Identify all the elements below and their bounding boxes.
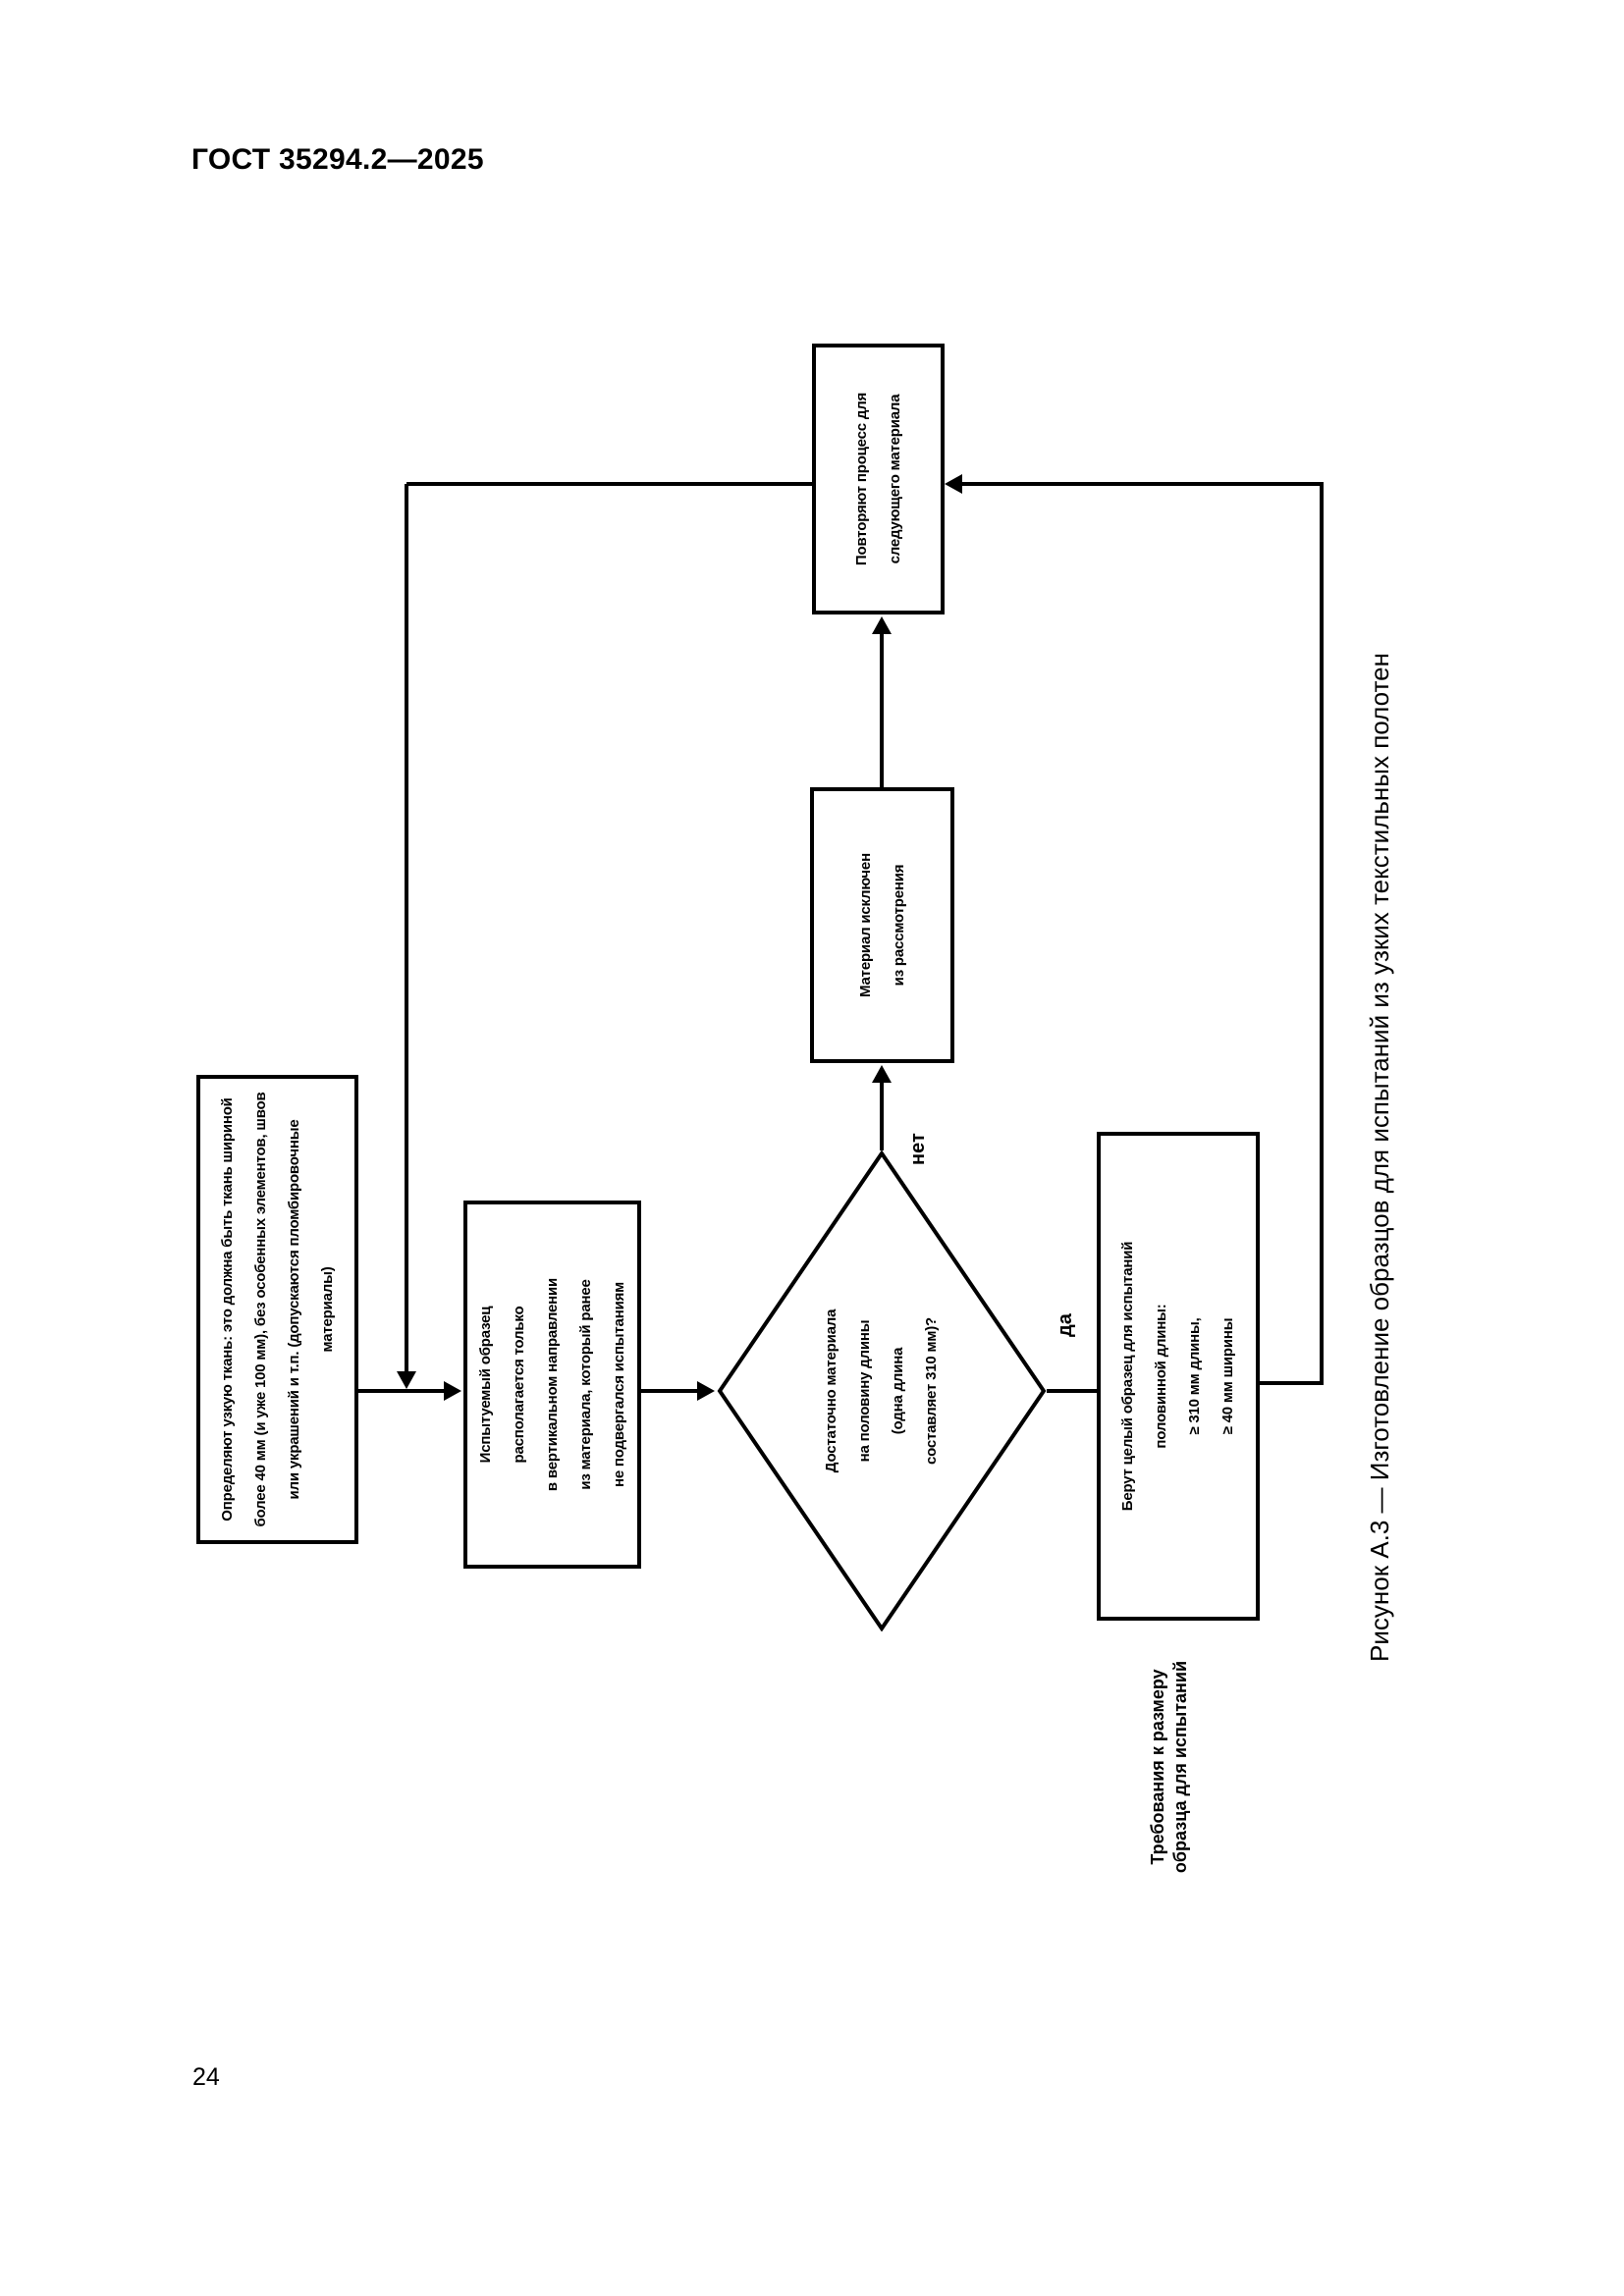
box-text-line: ≥ 40 мм ширины xyxy=(1219,1317,1236,1435)
connector-line xyxy=(641,1389,701,1393)
box-text-line: из материала, который ранее xyxy=(576,1279,594,1490)
flowchart-decision-enough-material: Достаточно материала на половину длины (… xyxy=(717,1150,1047,1631)
flowchart-box-repeat-process: Повторяют процесс для следующего материа… xyxy=(812,344,945,614)
connector-line xyxy=(880,1079,884,1150)
flowchart-box-material-excluded: Материал исключен из рассмотрения xyxy=(810,787,954,1063)
box-text-line: в вертикальном направлении xyxy=(543,1277,561,1492)
box-text-line: или украшений и т.п. (допускаются пломби… xyxy=(285,1119,302,1500)
decision-diamond-shape xyxy=(717,1150,1047,1631)
box-text-line: Берут целый образец для испытаний xyxy=(1119,1241,1136,1512)
box-text-line: составляет 310 мм)? xyxy=(923,1316,940,1466)
flowchart-box-specimen-orientation: Испытуемый образец располагается только … xyxy=(463,1201,641,1569)
branch-label-no: нет xyxy=(907,1133,929,1165)
branch-label-yes: да xyxy=(1055,1313,1076,1337)
note-text-line: образца для испытаний xyxy=(1170,1660,1190,1874)
arrow-right-icon xyxy=(872,616,892,634)
box-text-line: располагается только xyxy=(510,1306,527,1464)
arrow-right-icon xyxy=(872,1065,892,1083)
flowchart-box-take-whole-specimen: Берут целый образец для испытаний полови… xyxy=(1097,1132,1260,1621)
decision-text: Достаточно материала на половину длины (… xyxy=(717,1150,1047,1631)
box-text-line: из рассмотрения xyxy=(890,864,907,987)
box-text-line: Достаточно материала xyxy=(823,1308,839,1473)
page-number: 24 xyxy=(192,2063,220,2091)
box-text-line: половинной длины: xyxy=(1153,1304,1169,1449)
box-text-line: материалы) xyxy=(318,1266,336,1353)
box-text-line: Материал исключен xyxy=(856,853,874,997)
box-text-line: более 40 мм (и уже 100 мм), без особенны… xyxy=(251,1092,269,1527)
connector-line xyxy=(406,482,812,486)
size-requirements-note: Требования к размеру образца для испытан… xyxy=(1147,1610,1192,1924)
doc-header: ГОСТ 35294.2—2025 xyxy=(191,143,484,176)
box-text-line: следующего материала xyxy=(886,394,903,564)
box-text-line: Испытуемый образец xyxy=(476,1306,494,1464)
arrow-down-icon xyxy=(697,1381,715,1401)
box-text-line: (одна длина xyxy=(890,1347,906,1435)
box-text-line: Повторяют процесс для xyxy=(852,392,870,566)
arrow-up-icon xyxy=(945,474,962,494)
connector-line xyxy=(1320,484,1324,1385)
arrow-left-icon xyxy=(397,1371,416,1389)
figure-caption: Рисунок А.3 — Изготовление образцов для … xyxy=(1365,653,1394,1662)
note-text-line: Требования к размеру xyxy=(1148,1669,1167,1865)
connector-line xyxy=(880,630,884,787)
box-text-line: на половину длины xyxy=(856,1319,873,1463)
connector-line xyxy=(960,482,1324,486)
connector-line xyxy=(1260,1381,1324,1385)
box-text-line: Определяют узкую ткань: это должна быть … xyxy=(218,1097,236,1522)
flowchart-box-define-narrow-fabric: Определяют узкую ткань: это должна быть … xyxy=(196,1075,358,1544)
connector-line xyxy=(358,1389,448,1393)
connector-line xyxy=(1047,1389,1097,1393)
connector-line xyxy=(405,484,408,1371)
box-text-line: ≥ 310 мм длины, xyxy=(1186,1317,1203,1435)
box-text-line: не подвергался испытаниям xyxy=(610,1281,627,1488)
arrow-down-icon xyxy=(444,1381,461,1401)
